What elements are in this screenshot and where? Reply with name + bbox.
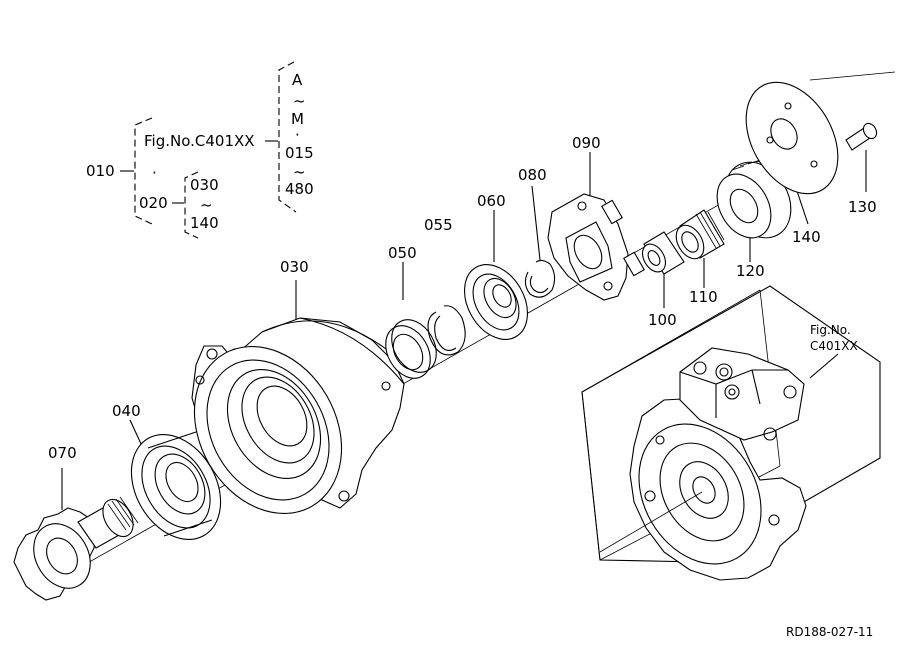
- label-070: 070: [48, 444, 77, 462]
- part-090-carrier-plate: 090: [547, 134, 645, 301]
- tree-right-480: 480: [285, 180, 314, 198]
- label-050: 050: [388, 244, 417, 262]
- part-055-snap-ring: 055: [424, 216, 466, 356]
- label-060: 060: [477, 192, 506, 210]
- drawing-number: RD188-027-11: [786, 625, 873, 639]
- tree-right-dot: ·: [295, 126, 300, 144]
- part-130-bolt: 130: [845, 122, 878, 216]
- tree-figure-ref: Fig.No.C401XX: [144, 132, 255, 150]
- label-110: 110: [689, 288, 718, 306]
- part-070-pinion-shaft: 070: [13, 444, 139, 601]
- label-130: 130: [848, 198, 877, 216]
- label-080: 080: [518, 166, 547, 184]
- label-030: 030: [280, 258, 309, 276]
- tree-sub-range-end: 140: [190, 214, 219, 232]
- tree-right-015: 015: [285, 144, 314, 162]
- inset-fig-label: Fig.No.: [810, 323, 851, 337]
- tree-sub-range-tilde: ~: [200, 196, 213, 214]
- part-100-bushing: 100: [641, 231, 685, 329]
- tree-sub-label: 020: [139, 194, 168, 212]
- label-090: 090: [572, 134, 601, 152]
- part-030-housing: 030: [191, 258, 405, 515]
- part-140-thrust-plate: 140: [745, 71, 896, 246]
- part-060-bearing: 060: [464, 192, 528, 340]
- tree-right-m: M: [291, 110, 304, 128]
- label-055: 055: [424, 216, 453, 234]
- part-110-needle-bearing: 110: [675, 209, 725, 306]
- label-100: 100: [648, 311, 677, 329]
- inset-fig-number: C401XX: [810, 339, 858, 353]
- label-140: 140: [792, 228, 821, 246]
- part-120-planet-gear: 120: [716, 159, 792, 280]
- part-080-snap-ring: 080: [518, 166, 556, 298]
- tree-sub-range-start: 030: [190, 176, 219, 194]
- part-040-bearing: 040: [112, 402, 222, 541]
- tree-right-a: A: [292, 71, 303, 89]
- tree-right-tilde1: ~: [293, 92, 306, 110]
- tree-right-tilde2: ~: [293, 163, 306, 181]
- tree-dot: ·: [152, 164, 157, 182]
- assembly-tree: 010 Fig.No.C401XX · 020 030 ~ 140 A ~ M …: [86, 61, 314, 239]
- inset-motor-assembly: Fig.No. C401XX: [581, 285, 881, 581]
- part-050-seal-ring: 050: [385, 244, 437, 379]
- label-040: 040: [112, 402, 141, 420]
- label-120: 120: [736, 262, 765, 280]
- tree-root-label: 010: [86, 162, 115, 180]
